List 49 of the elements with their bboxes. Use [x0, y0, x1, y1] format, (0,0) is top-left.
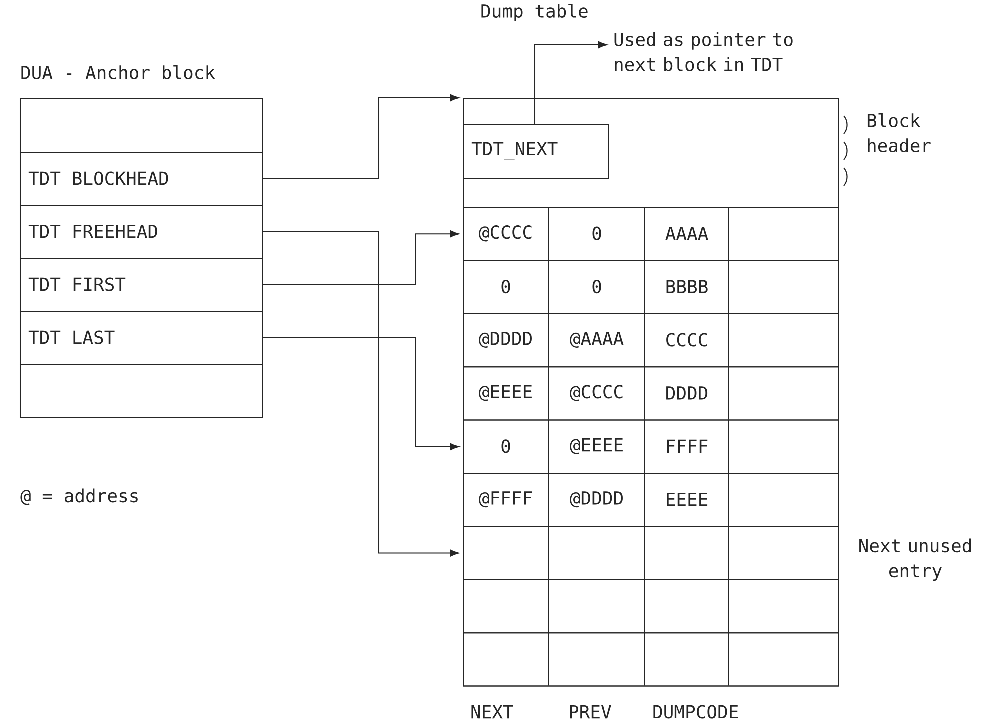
- anchor-field: TDT FIRST: [20, 258, 263, 312]
- cell-text: @FFFF: [479, 492, 532, 508]
- cell-text: AAAA: [666, 227, 708, 240]
- anchor-field: [20, 364, 263, 418]
- note: Next unused entry: [860, 538, 971, 582]
- cell-text: CCCC: [666, 333, 708, 347]
- cell-text: 0: [502, 440, 510, 454]
- cell-text: @EEEE: [479, 385, 532, 402]
- arrow: [262, 230, 460, 286]
- table-row: [463, 526, 839, 580]
- table-row: [463, 312, 839, 368]
- table-row: [463, 578, 839, 634]
- anchor-field: [20, 98, 263, 153]
- field-box: TDT_NEXT: [463, 124, 609, 179]
- table-row: [463, 366, 839, 421]
- note: Block header: [868, 114, 931, 153]
- cell-text: @EEEE: [570, 438, 623, 454]
- arrow: [534, 41, 608, 124]
- cell-text: @CCCC: [479, 226, 532, 242]
- table-row: [463, 472, 839, 528]
- cell-text: 0: [592, 226, 602, 240]
- cell-text: @AAAA: [570, 332, 624, 348]
- cell-text: FFFF: [667, 440, 708, 453]
- column-label: PREV: [570, 705, 612, 719]
- cell-text: EEEE: [667, 493, 708, 506]
- table-row: [463, 260, 839, 314]
- table-row: [463, 206, 839, 262]
- node-label: Dump table: [482, 4, 588, 22]
- column-label: DUMPCODE: [654, 705, 738, 719]
- cell-text: @DDDD: [570, 492, 623, 508]
- table-row: [463, 419, 839, 474]
- cell-text: @CCCC: [570, 385, 623, 402]
- cell-text: DDDD: [666, 386, 708, 400]
- arrow: [262, 232, 460, 557]
- cell-text: BBBB: [666, 280, 708, 294]
- column-label: NEXT: [472, 705, 514, 719]
- arrow: [262, 338, 460, 451]
- anchor-field: TDT FREEHEAD: [20, 205, 263, 259]
- arrow: [262, 94, 460, 180]
- node-label: DUA - Anchor block: [22, 65, 216, 80]
- table-row: [463, 632, 839, 687]
- cell-text: 0: [592, 280, 602, 294]
- note: Used as pointer to next block in TDT: [614, 32, 793, 72]
- cell-text: 0: [502, 280, 510, 294]
- block-header: [463, 98, 839, 208]
- note: @ = address: [20, 488, 138, 506]
- anchor-field: TDT LAST: [20, 311, 263, 365]
- cell-text: @DDDD: [479, 332, 532, 348]
- anchor-field: TDT BLOCKHEAD: [20, 152, 263, 206]
